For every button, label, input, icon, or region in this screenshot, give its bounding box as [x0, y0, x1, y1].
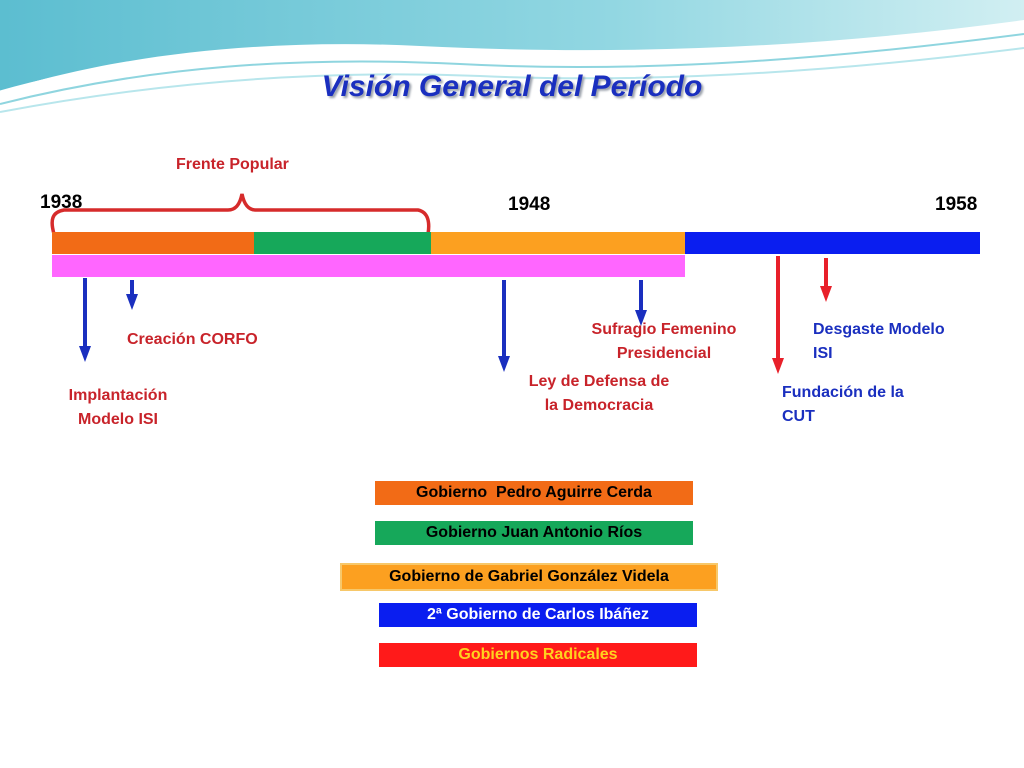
legend-ibanez: 2ª Gobierno de Carlos Ibáñez — [379, 603, 697, 627]
frente-popular-bracket — [50, 193, 431, 235]
legend-gonzalez-videla-label: Gobierno de Gabriel González Videla — [389, 568, 669, 585]
arrow-ley-defensa-democracia — [498, 280, 510, 372]
legend-ibanez-label: 2ª Gobierno de Carlos Ibáñez — [427, 606, 649, 623]
legend-gobiernos-radicales: Gobiernos Radicales — [379, 643, 697, 667]
timeline-bar-juan-antonio-rios — [254, 232, 431, 254]
event-ley-defensa-democracia: Ley de Defensa de la Democracia — [528, 373, 670, 414]
timeline-bar-gobiernos-radicales — [52, 255, 685, 277]
timeline-bar-aguirre-cerda — [52, 232, 254, 254]
year-1938: 1938 — [40, 192, 83, 213]
legend-gonzalez-videla: Gobierno de Gabriel González Videla — [340, 563, 718, 591]
legend-aguirre-cerda-label: Gobierno Pedro Aguirre Cerda — [416, 484, 652, 501]
arrow-fundacion-cut — [772, 256, 784, 374]
event-desgaste-modelo-isi: Desgaste Modelo ISI — [813, 321, 945, 362]
page-title: Visión General del Período — [321, 70, 703, 103]
legend-juan-antonio-rios: Gobierno Juan Antonio Ríos — [375, 521, 693, 545]
event-fundacion-cut: Fundación de la CUT — [782, 384, 904, 425]
arrow-implantacion-modelo-isi — [79, 278, 91, 362]
event-implantacion-modelo-isi: Implantación Modelo ISI — [68, 387, 168, 428]
year-1958: 1958 — [935, 194, 978, 215]
legend-gobiernos-radicales-label: Gobiernos Radicales — [458, 646, 618, 663]
event-sufragio-femenino: Sufragio Femenino Presidencial — [591, 321, 737, 362]
arrow-creacion-corfo — [126, 280, 138, 310]
year-1948: 1948 — [508, 194, 551, 215]
timeline-bar-ibanez — [685, 232, 980, 254]
legend-aguirre-cerda: Gobierno Pedro Aguirre Cerda — [375, 481, 693, 505]
legend-juan-antonio-rios-label: Gobierno Juan Antonio Ríos — [425, 524, 643, 541]
arrow-desgaste-modelo-isi — [820, 258, 832, 302]
timeline-bar-gonzalez-videla — [431, 232, 685, 254]
event-creacion-corfo: Creación CORFO — [127, 331, 258, 348]
frente-popular-label: Frente Popular — [176, 156, 289, 173]
arrow-sufragio-femenino — [635, 280, 647, 326]
header-waves-decoration — [0, 0, 1024, 113]
